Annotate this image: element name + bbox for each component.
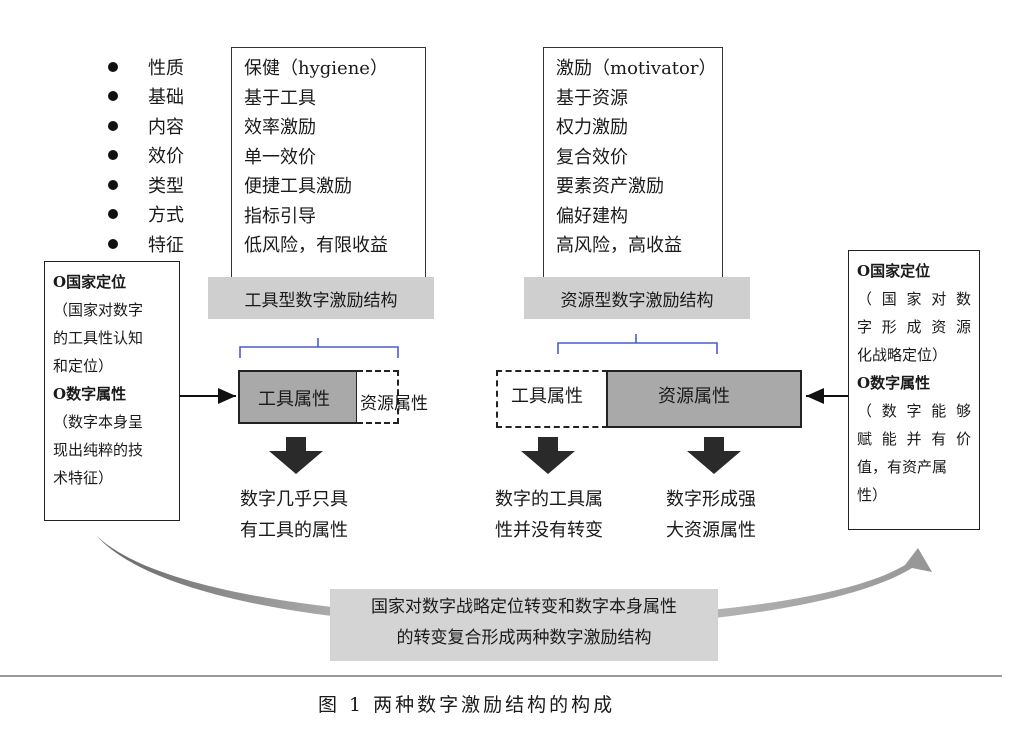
bullet-icon (108, 61, 118, 72)
bullet-icon (108, 120, 118, 131)
right-positioning-box: O国家定位 （国家对数 字形成资源 化战略定位） O数字属性 （数字能够 赋能并… (848, 250, 980, 530)
bullet-icon (108, 91, 118, 102)
resource-bar-tool-label: 工具属性 (511, 386, 583, 407)
bullet-icon (108, 209, 118, 220)
property-item: 性质 (108, 52, 184, 82)
tool-bar-dashed (357, 370, 399, 424)
tool-result-text: 数字几乎只具 有工具的属性 (240, 489, 348, 541)
bullet-icon (108, 179, 118, 190)
down-arrow-res-res (687, 437, 741, 474)
tool-attributes-box: 保健（hygiene） 基于工具 效率激励 单一效价 便捷工具激励 指标引导 低… (231, 47, 426, 279)
resource-bar-resource-label: 资源属性 (658, 386, 730, 407)
property-item: 基础 (108, 82, 184, 112)
left-positioning-box: O国家定位 （国家对数字 的工具性认知 和定位） O数字属性 （数字本身呈 现出… (44, 261, 180, 521)
right-brace (557, 334, 718, 354)
resource-tool-result-text: 数字的工具属 性并没有转变 (495, 489, 603, 541)
property-item: 内容 (108, 111, 184, 141)
left-brace (239, 338, 399, 358)
bullet-icon (108, 238, 118, 249)
figure-caption: 图 1 两种数字激励结构的构成 (318, 694, 616, 716)
property-list: 性质 基础 内容 效价 类型 方式 特征 (108, 52, 184, 259)
tool-bar-tool-label: 工具属性 (258, 389, 330, 410)
property-item: 效价 (108, 141, 184, 171)
swoosh-arc (96, 535, 932, 628)
resource-structure-title: 资源型数字激励结构 (524, 277, 750, 319)
down-arrow-res-tool (521, 437, 575, 474)
down-arrow-tool (269, 437, 323, 474)
summary-box: 国家对数字战略定位转变和数字本身属性 的转变复合形成两种数字激励结构 (330, 589, 718, 661)
property-item: 方式 (108, 200, 184, 230)
tool-bar-solid (238, 370, 358, 424)
property-item: 特征 (108, 229, 184, 259)
property-item: 类型 (108, 170, 184, 200)
resource-resource-result-text: 数字形成强 大资源属性 (666, 489, 756, 541)
resource-bar-solid (606, 370, 802, 428)
tool-bar-resource-label: 资源属性 (360, 394, 428, 414)
tool-structure-title: 工具型数字激励结构 (208, 277, 434, 319)
bullet-icon (108, 150, 118, 161)
resource-attributes-box: 激励（motivator） 基于资源 权力激励 复合效价 要素资产激励 偏好建构… (543, 47, 723, 279)
